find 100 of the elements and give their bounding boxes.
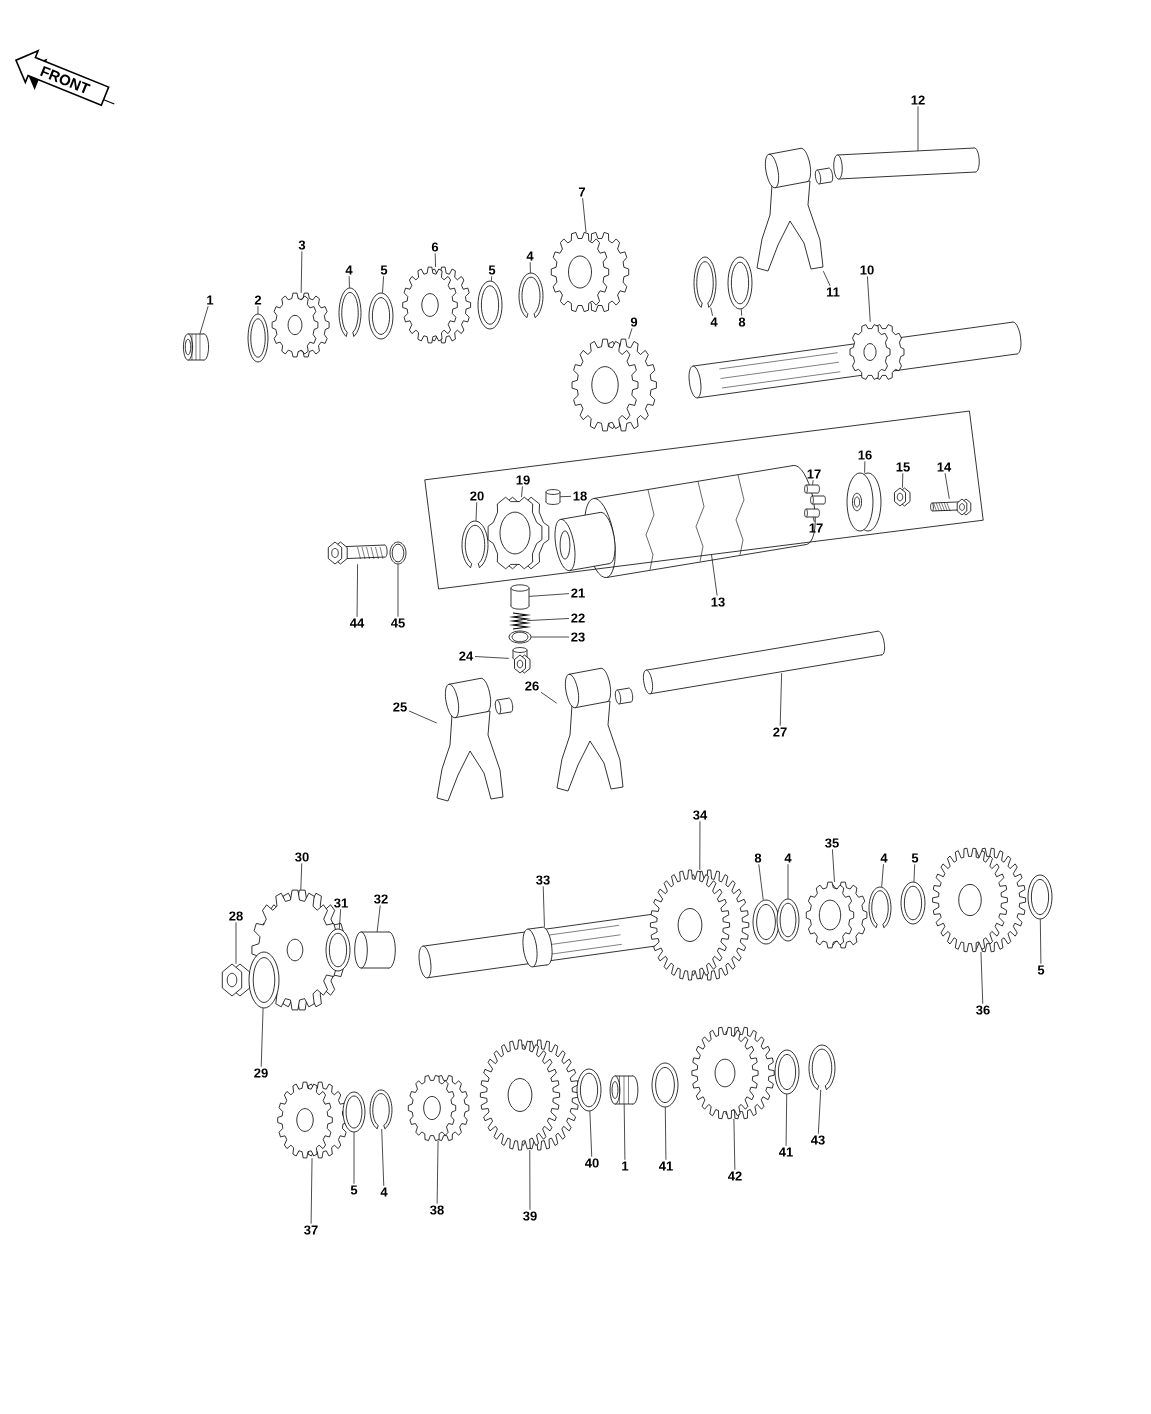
- gear-drawing: [932, 847, 1026, 953]
- circlip-drawing: [338, 287, 362, 337]
- leader-line: [491, 275, 492, 282]
- nut-drawing: [221, 963, 251, 997]
- callout-number: 3: [298, 240, 306, 250]
- callout-number: 29: [254, 1068, 268, 1078]
- callout-number: 15: [896, 462, 910, 472]
- leader-line: [199, 305, 209, 335]
- leader-line: [812, 516, 815, 523]
- callout-number: 12: [911, 95, 925, 105]
- leader-line: [300, 250, 303, 294]
- leader-line: [376, 904, 381, 933]
- callout-number: 37: [304, 1225, 318, 1235]
- callout-number: 38: [430, 1205, 444, 1215]
- callout-number: 23: [571, 632, 585, 642]
- plunger-drawing: [510, 584, 530, 610]
- leader-line: [944, 472, 950, 500]
- gear-drawing: [480, 1039, 580, 1151]
- leader-line: [822, 270, 831, 287]
- gear-drawing: [691, 1026, 775, 1120]
- washer-drawing: [477, 280, 503, 330]
- leader-line: [530, 636, 570, 638]
- leader-line: [902, 472, 904, 489]
- leader-line: [582, 197, 587, 233]
- washer-drawing: [576, 1068, 602, 1112]
- callout-number: 25: [393, 702, 407, 712]
- leader-line: [785, 1093, 788, 1147]
- callout-number: 17: [809, 523, 823, 533]
- leader-line: [529, 1149, 531, 1211]
- leader-line: [436, 1140, 439, 1205]
- gear-drawing: [407, 1075, 470, 1141]
- leader-line: [758, 863, 764, 901]
- callout-number: 1: [622, 1161, 629, 1171]
- callout-number: 4: [784, 853, 792, 863]
- circlip-drawing: [693, 256, 717, 308]
- gear-drawing: [650, 869, 750, 981]
- washer-drawing: [389, 541, 407, 565]
- callout-number: 5: [380, 265, 388, 275]
- leader-line: [529, 261, 531, 274]
- gear-drawing: [550, 232, 630, 312]
- leader-line: [474, 656, 510, 659]
- leader-line: [475, 501, 478, 522]
- washer-drawing: [342, 1091, 366, 1133]
- callout-number: 14: [937, 462, 952, 472]
- callout-number: 19: [516, 475, 530, 485]
- callout-number: 4: [345, 265, 353, 275]
- leader-line: [300, 862, 303, 891]
- pin-drawing: [804, 508, 820, 518]
- pin-drawing: [804, 484, 820, 494]
- leader-line: [864, 460, 866, 474]
- collar-drawing: [354, 931, 396, 969]
- callout-number: 2: [254, 295, 262, 305]
- group-frame: [424, 410, 984, 590]
- callout-number: 36: [976, 1005, 990, 1015]
- leader-line: [787, 863, 789, 900]
- rod-drawing: [833, 147, 980, 180]
- leader-line: [733, 1118, 736, 1171]
- leader-line: [353, 1131, 355, 1185]
- callout-number: 16: [858, 450, 872, 460]
- leader-line: [881, 863, 884, 888]
- callout-number: 5: [350, 1185, 358, 1195]
- callout-number: 5: [488, 265, 496, 275]
- shift-fork-drawing: [436, 677, 514, 802]
- callout-number: 26: [525, 681, 539, 691]
- leader-line: [589, 1110, 593, 1158]
- callout-number: 43: [810, 1135, 825, 1145]
- callout-number: 31: [334, 898, 348, 908]
- gear-drawing: [277, 1081, 348, 1159]
- callout-number: 1: [207, 295, 214, 305]
- washer-drawing: [247, 313, 269, 363]
- callout-number: 5: [911, 853, 919, 863]
- callout-number: 21: [571, 588, 585, 598]
- callout-number: 4: [526, 251, 534, 261]
- washer-drawing: [508, 630, 532, 644]
- callout-number: 8: [754, 853, 762, 863]
- gear-drawing: [271, 292, 330, 358]
- leader-line: [408, 710, 438, 724]
- callout-number: 45: [390, 618, 405, 628]
- washer-drawing: [900, 881, 926, 925]
- leader-line: [980, 951, 984, 1005]
- washer-drawing: [752, 899, 780, 945]
- gear-drawing: [805, 881, 868, 949]
- callout-number: 13: [711, 597, 725, 607]
- washer-drawing: [325, 928, 351, 972]
- leader-line: [381, 1128, 385, 1187]
- nut-drawing: [894, 487, 911, 507]
- shift-fork-drawing: [756, 147, 834, 272]
- leader-line: [528, 593, 570, 597]
- circlip-drawing: [369, 1089, 393, 1130]
- gear-drawing: [571, 338, 657, 432]
- washer-drawing: [774, 1049, 800, 1095]
- callout-number: 41: [778, 1147, 793, 1157]
- leader-line: [540, 691, 558, 704]
- callout-number: 18: [573, 491, 587, 501]
- callout-number: 30: [295, 852, 309, 862]
- callout-number: 4: [880, 853, 888, 863]
- leader-line: [339, 908, 341, 930]
- callout-number: 17: [807, 469, 821, 479]
- leader-line: [382, 275, 384, 294]
- callout-number: 11: [826, 287, 840, 297]
